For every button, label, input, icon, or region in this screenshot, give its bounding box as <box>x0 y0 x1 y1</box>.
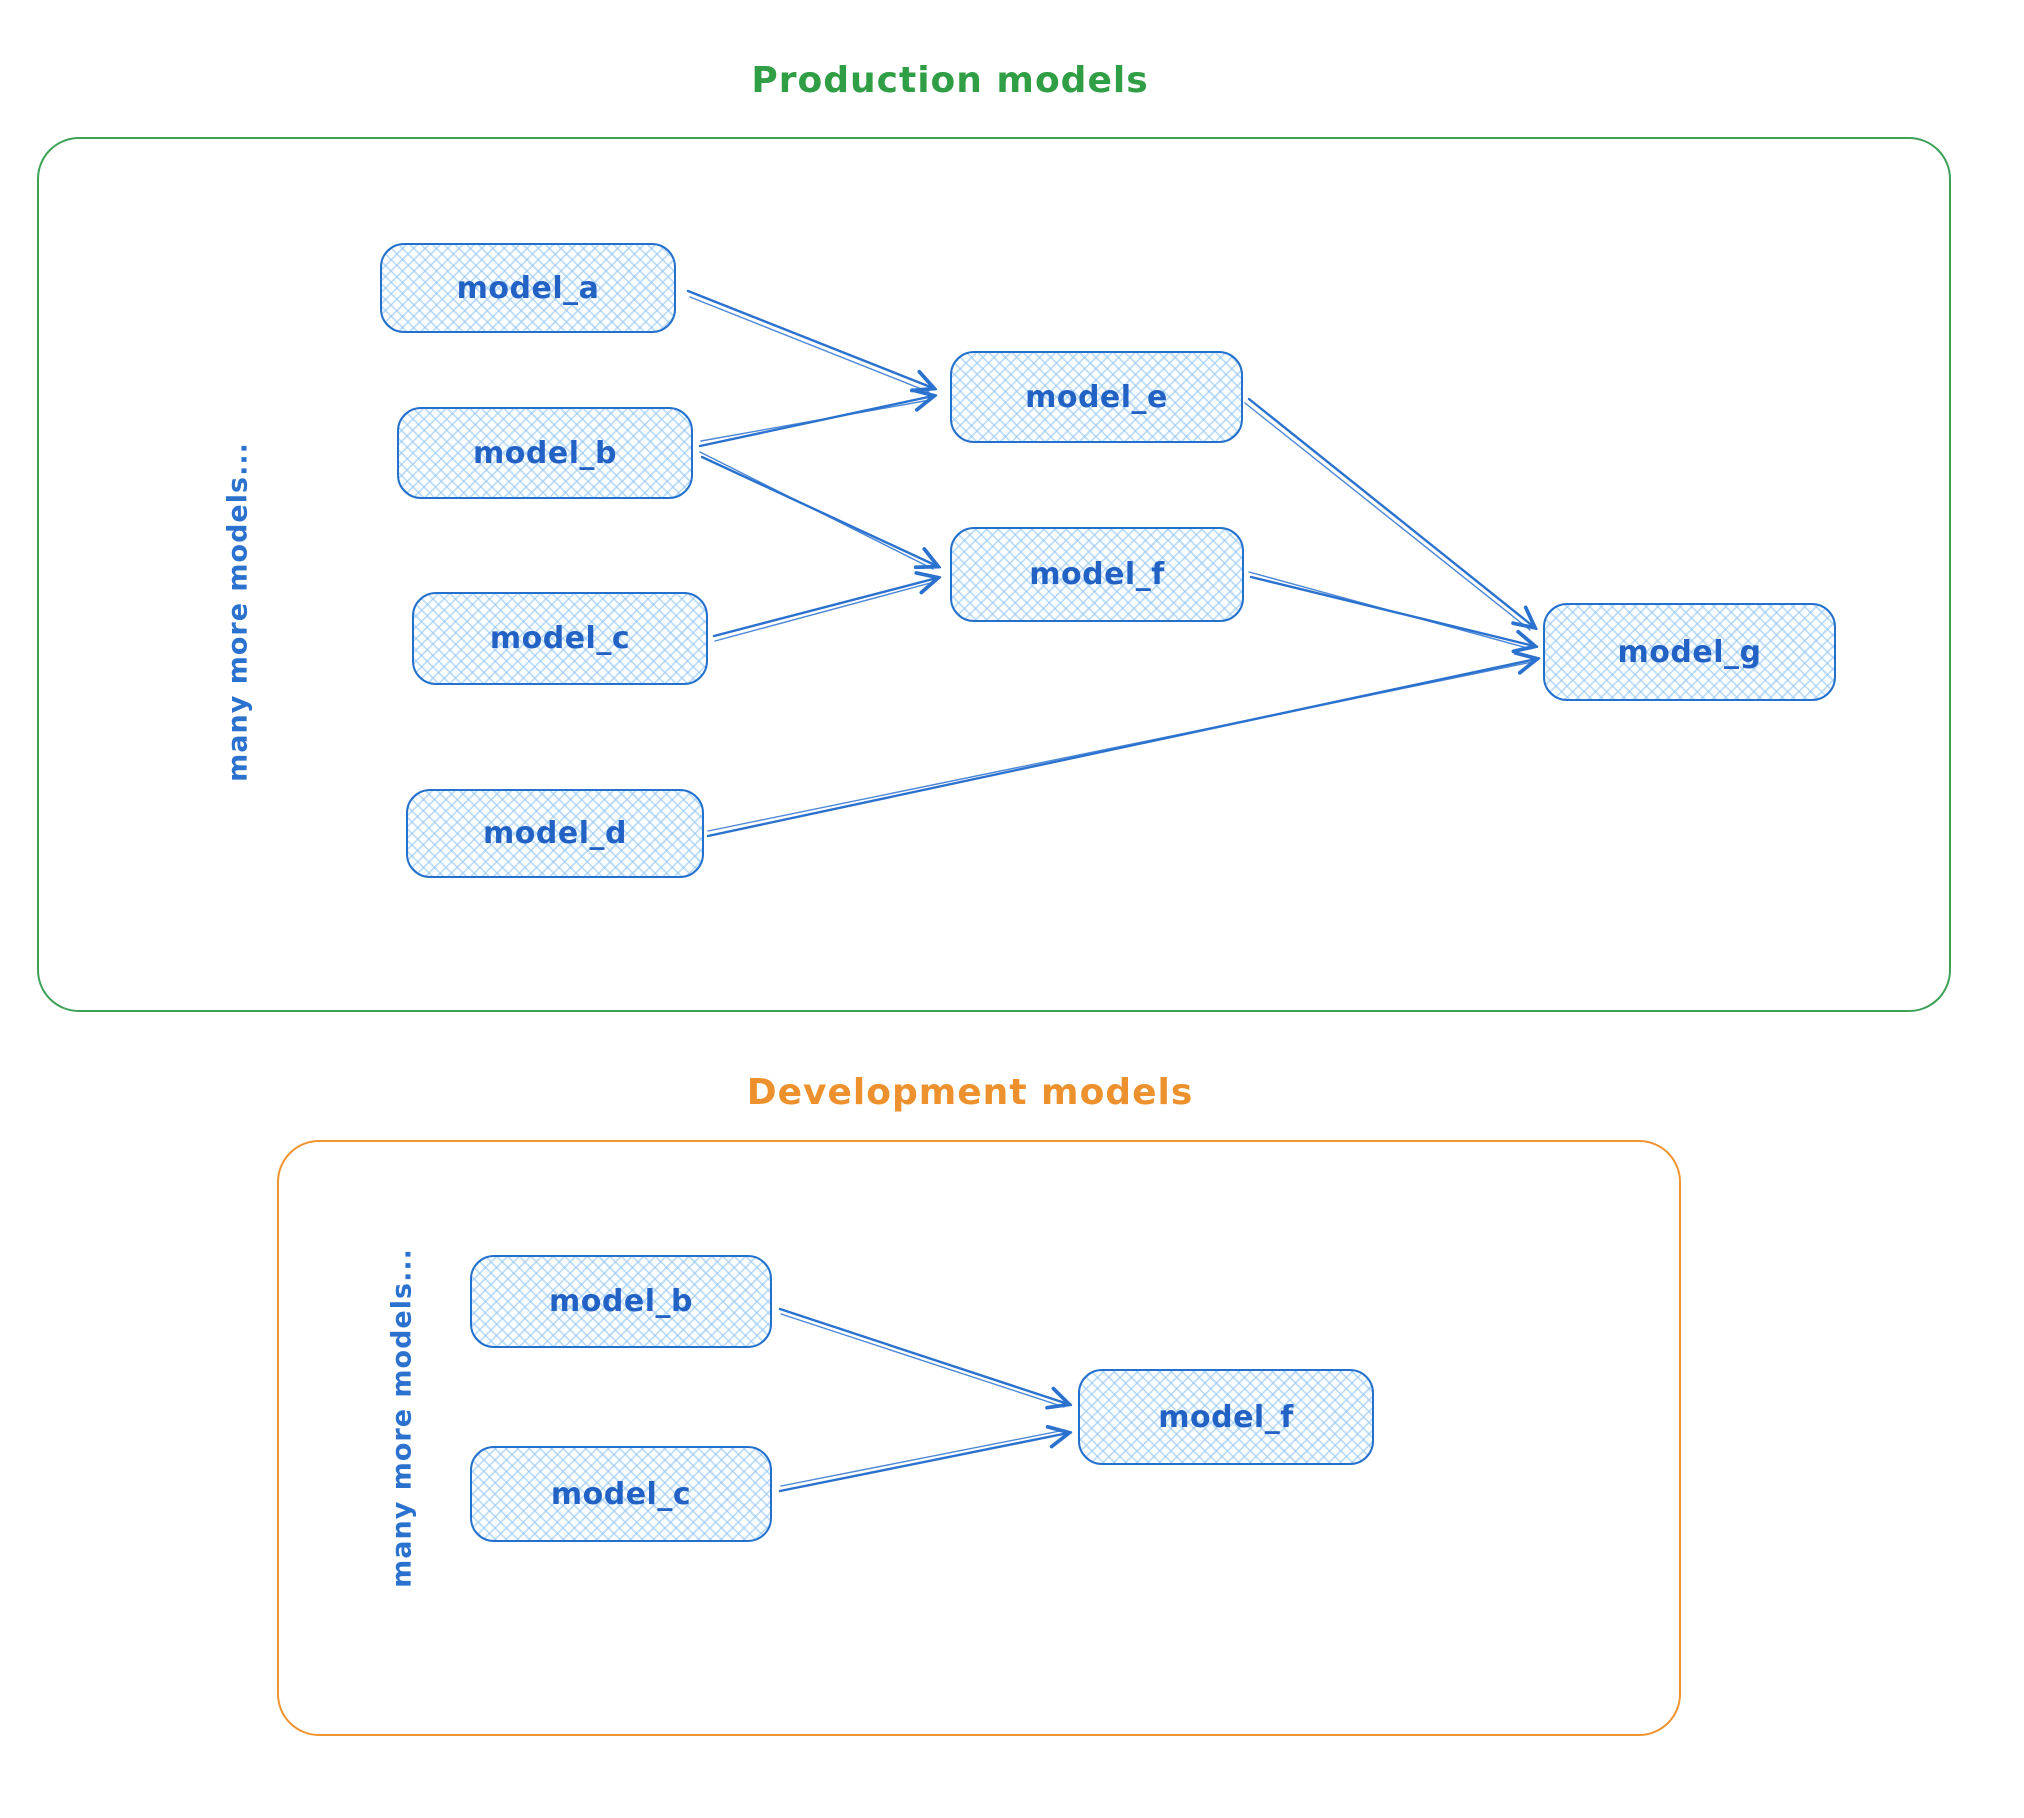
development-section-title: Development models <box>746 1072 1194 1113</box>
node-production-model_a: model_a <box>380 243 676 333</box>
node-label-dev-model_b: model_b <box>549 1284 693 1319</box>
production-side-label: many more models... <box>222 442 254 782</box>
node-label-model_g: model_g <box>1617 634 1762 670</box>
development-container-box <box>277 1140 1681 1736</box>
node-production-model_e: model_e <box>950 351 1243 443</box>
node-production-model_d: model_d <box>406 789 704 878</box>
production-container-box <box>37 137 1951 1012</box>
node-production-model_b: model_b <box>397 407 693 499</box>
node-production-model_f: model_f <box>950 527 1244 622</box>
node-label-model_b: model_b <box>473 435 617 471</box>
node-label-model_d: model_d <box>483 816 627 851</box>
node-production-model_g: model_g <box>1543 603 1836 701</box>
node-label-model_a: model_a <box>456 270 600 306</box>
node-development-model_c: model_c <box>470 1446 772 1542</box>
node-label-model_f: model_f <box>1029 557 1165 592</box>
node-label-model_c: model_c <box>489 621 631 656</box>
node-label-dev-model_c: model_c <box>550 1476 692 1512</box>
node-development-model_b: model_b <box>470 1255 772 1348</box>
node-production-model_c: model_c <box>412 592 708 685</box>
node-label-model_e: model_e <box>1025 379 1168 415</box>
node-label-dev-model_f: model_f <box>1158 1399 1294 1435</box>
development-side-label: many more models... <box>386 1248 418 1588</box>
production-section-title: Production models <box>751 60 1149 101</box>
node-development-model_f: model_f <box>1078 1369 1374 1465</box>
